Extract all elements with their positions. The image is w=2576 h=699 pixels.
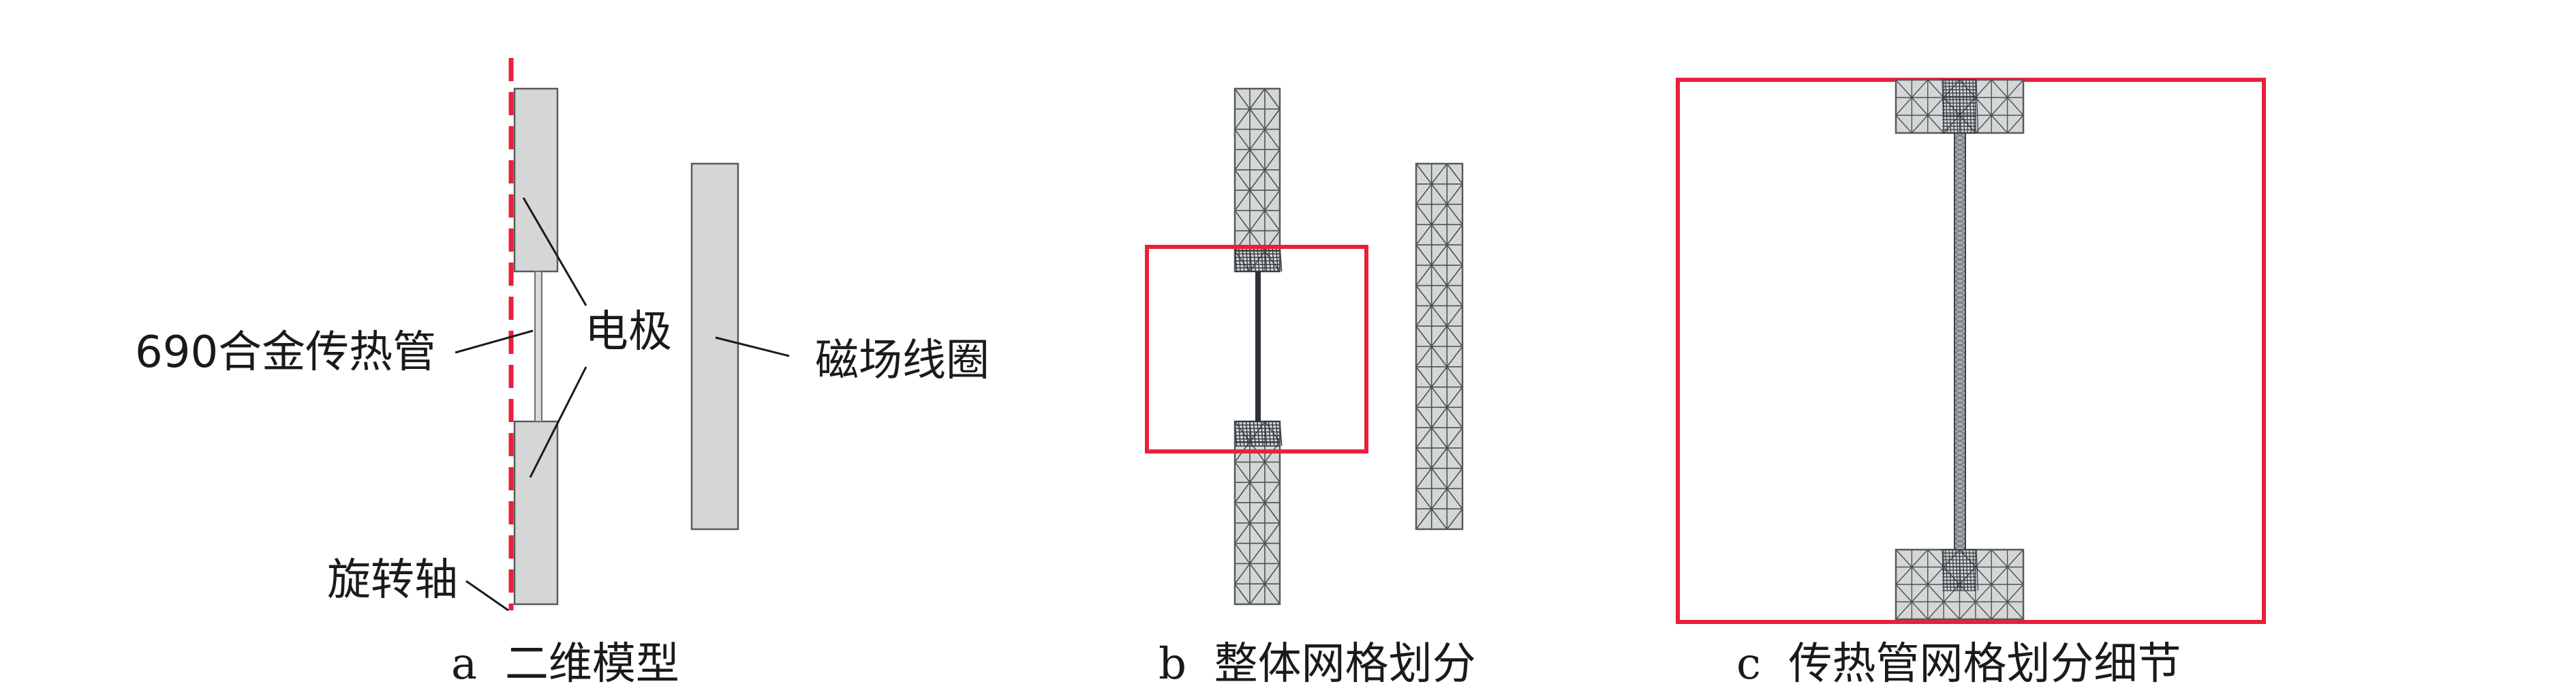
detail-frame [1676,78,2266,624]
caption-panel-a: a 二维模型 [451,639,679,689]
panel-c-tube-mesh-detail: c 传热管网格划分细节 [1676,78,2266,689]
caption-panel-b: b 整体网格划分 [1159,639,1476,689]
leader-electrode-lower [529,366,587,478]
upper-electrode [513,87,559,273]
leader-electrode-upper [522,197,587,306]
caption-panel-c: c 传热管网格划分细节 [1736,639,2181,689]
panel-b-overall-mesh: b 整体网格划分 [1145,87,1476,689]
panel-a-2d-model: 电极 690合金传热管 磁场线圈 旋转轴 a 二维模型 [135,58,990,689]
label-magnetic-coil: 磁场线圈 [815,336,990,386]
mesh-b-coil [1415,162,1464,531]
heat-transfer-tube [534,271,542,422]
zoom-region-box [1145,245,1368,453]
mesh-c-tube [1954,132,1966,554]
lower-electrode [513,420,559,606]
mesh-b-upper-electrode [1233,87,1281,273]
label-rotation-axis: 旋转轴 [327,555,458,606]
mesh-c-parts [1895,78,2025,621]
leader-coil [715,336,790,357]
magnetic-field-coil [690,162,739,531]
mesh-b-tube [1255,271,1261,421]
leader-tube [455,329,534,354]
label-heat-transfer-tube: 690合金传热管 [135,327,436,378]
mesh-c-upper-refinement [1942,79,1979,134]
leader-axis [465,580,509,612]
mesh-b-lower-electrode [1233,420,1281,606]
mesh-b-parts [1233,87,1464,606]
label-electrode: 电极 [585,307,672,357]
